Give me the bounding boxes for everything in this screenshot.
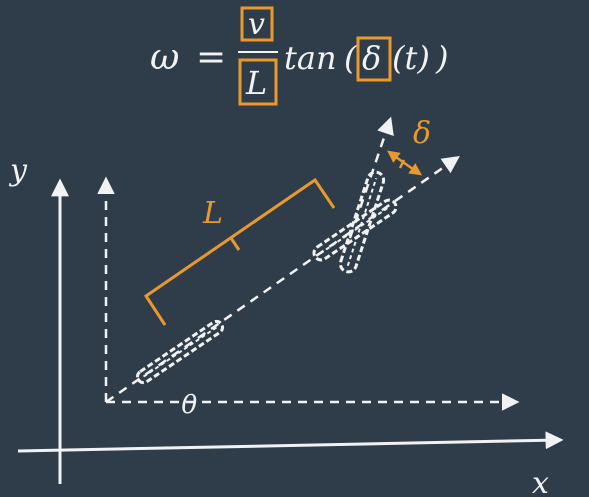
omega-symbol: ω xyxy=(150,37,179,78)
close-paren: ) xyxy=(435,39,448,77)
time-argument: (t) xyxy=(392,39,430,77)
delta-highlight-box xyxy=(356,36,392,82)
numerator-v: v xyxy=(248,7,265,42)
wheelbase-bracket-tick xyxy=(229,237,241,251)
front-wheel-steered xyxy=(338,170,386,274)
y-axis-label: y xyxy=(8,153,28,188)
delta-symbol: δ xyxy=(362,39,381,77)
wheelbase-bracket: L xyxy=(143,177,336,326)
steering-angle-label: δ xyxy=(413,116,431,151)
steering-angle-arc xyxy=(386,150,423,176)
denominator-L: L xyxy=(245,64,267,102)
tan-function: tan xyxy=(284,39,337,77)
numerator-highlight-box xyxy=(240,6,274,42)
vehicle-heading-dashed-line xyxy=(105,156,460,404)
steering-direction-dashed-line xyxy=(348,116,394,239)
wheelbase-bracket-line xyxy=(143,177,336,326)
x-axis-label: x xyxy=(532,466,549,497)
origin-label: 0 xyxy=(181,390,198,420)
steering-angle-indicator: δ xyxy=(386,116,431,176)
local-frame: 0 xyxy=(97,176,520,420)
angular-velocity-equation: ω = v L tan ( δ (t) ) xyxy=(150,6,448,106)
denominator-highlight-box xyxy=(238,58,278,106)
global-axes: y x xyxy=(8,153,564,497)
x-axis-arrow xyxy=(17,431,564,453)
rear-wheel xyxy=(136,319,224,385)
open-paren: ( xyxy=(344,39,358,77)
equals-sign: = xyxy=(196,37,226,78)
wheelbase-label: L xyxy=(202,196,223,231)
